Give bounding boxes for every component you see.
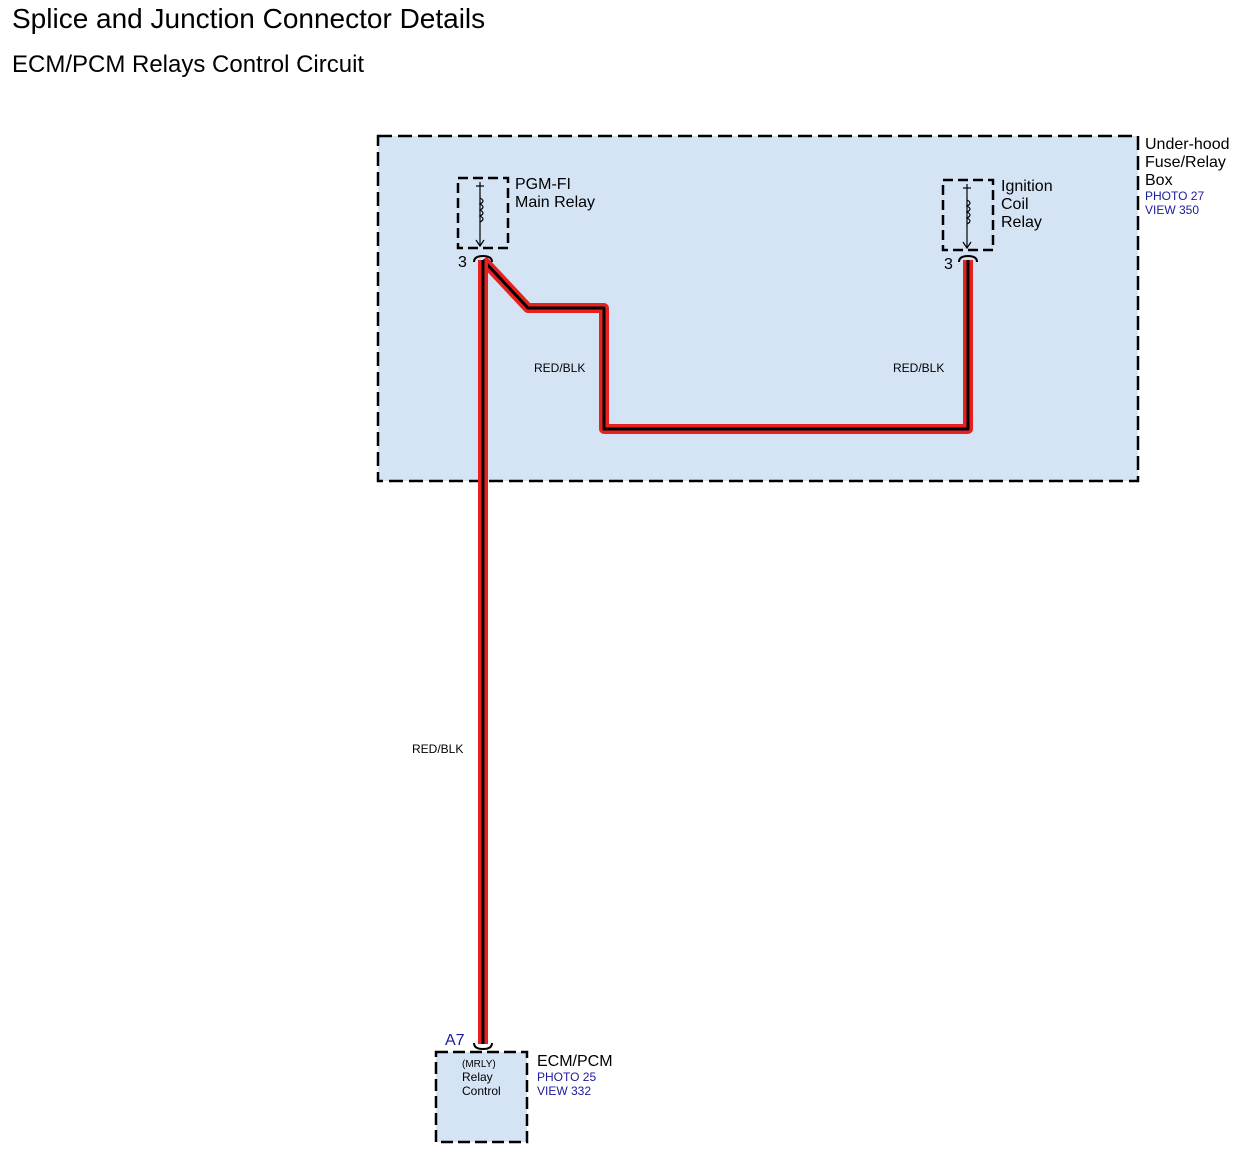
wire-color-label: RED/BLK: [893, 361, 944, 375]
relay-housing: [941, 178, 995, 252]
pgm-fi-main-relay: [456, 176, 510, 250]
pgm-fi-relay-pin: 3: [458, 254, 467, 271]
ecm-view-ref: VIEW 332: [537, 1084, 591, 1098]
ecm-terminal-code: (MRLY): [462, 1059, 496, 1070]
ecm-terminal-name: Relay Control: [462, 1070, 501, 1098]
ecm-pin-label: A7: [445, 1032, 465, 1049]
page-subtitle: ECM/PCM Relays Control Circuit: [12, 51, 365, 78]
connector-terminal-icon: [473, 1042, 493, 1051]
relay-coil-icon: [965, 199, 971, 225]
ecm-pcm-connector: [434, 1050, 529, 1144]
ignition-coil-relay: [941, 178, 995, 252]
wire-color-label: RED/BLK: [534, 361, 585, 375]
ecm-photo-ref: PHOTO 25: [537, 1070, 596, 1084]
relay-coil-icon: [478, 197, 484, 223]
fuse-relay-box: [376, 134, 1140, 483]
ignition-coil-relay-label: Ignition Coil Relay: [1001, 178, 1057, 231]
wire-branch: [479, 256, 973, 434]
connector-terminal-icon: [958, 254, 978, 263]
pgm-fi-relay-label: PGM-FI Main Relay: [515, 176, 595, 211]
fuse-box-photo-ref: PHOTO 27: [1145, 189, 1204, 203]
connector-terminal-icon: [473, 254, 493, 263]
wire-color-label: RED/BLK: [412, 742, 463, 756]
page-title: Splice and Junction Connector Details: [12, 3, 486, 34]
relay-housing: [456, 176, 510, 250]
fuse-box-view-ref: VIEW 350: [1145, 203, 1199, 217]
ignition-coil-relay-pin: 3: [944, 256, 953, 273]
fuse-box-name: Under-hood Fuse/Relay Box: [1145, 136, 1234, 189]
ecm-name: ECM/PCM: [537, 1053, 613, 1070]
